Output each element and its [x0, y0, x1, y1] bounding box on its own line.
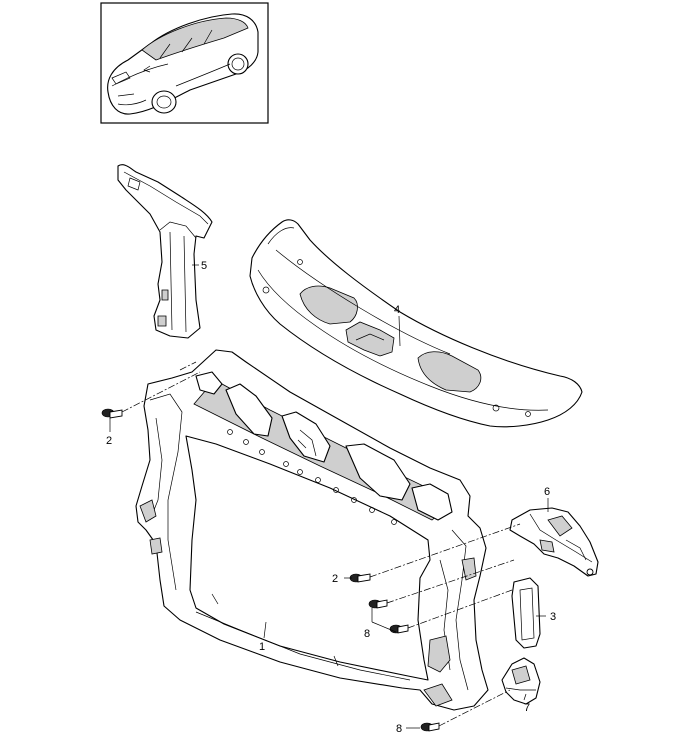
- callout-3: 3: [550, 611, 556, 623]
- car-illustration-icon: [107, 13, 259, 115]
- callout-4: 4: [394, 304, 400, 316]
- callout-6: 6: [544, 486, 550, 498]
- part-3-pad: [511, 577, 541, 649]
- callout-8-middle: 8: [364, 628, 370, 640]
- part-1-front-end-carrier: [135, 349, 489, 711]
- callout-1: 1: [259, 641, 265, 653]
- part-6-mounting-bracket: [509, 507, 599, 577]
- part-4-upper-cover: [249, 219, 583, 428]
- fastener-8-a: [368, 599, 388, 609]
- fastener-2-lower: [349, 573, 371, 583]
- fastener-2-upper: [101, 408, 123, 419]
- callout-7: 7: [524, 702, 530, 714]
- callout-2-lower: 2: [332, 573, 338, 585]
- part-5-support-bracket: [117, 164, 213, 339]
- callout-8-bottom: 8: [396, 723, 402, 735]
- fastener-8-b: [389, 624, 409, 634]
- assembly-lines: [121, 361, 521, 727]
- vehicle-thumbnail: [100, 2, 269, 124]
- callout-2-upper: 2: [106, 435, 112, 447]
- fastener-8-c: [420, 722, 440, 732]
- callout-labels: 1 2 2 3 4 5 6 7 8 8: [106, 260, 556, 735]
- part-7-lower-bracket: [501, 657, 541, 705]
- callout-5: 5: [201, 260, 207, 272]
- leader-lines: [109, 264, 549, 729]
